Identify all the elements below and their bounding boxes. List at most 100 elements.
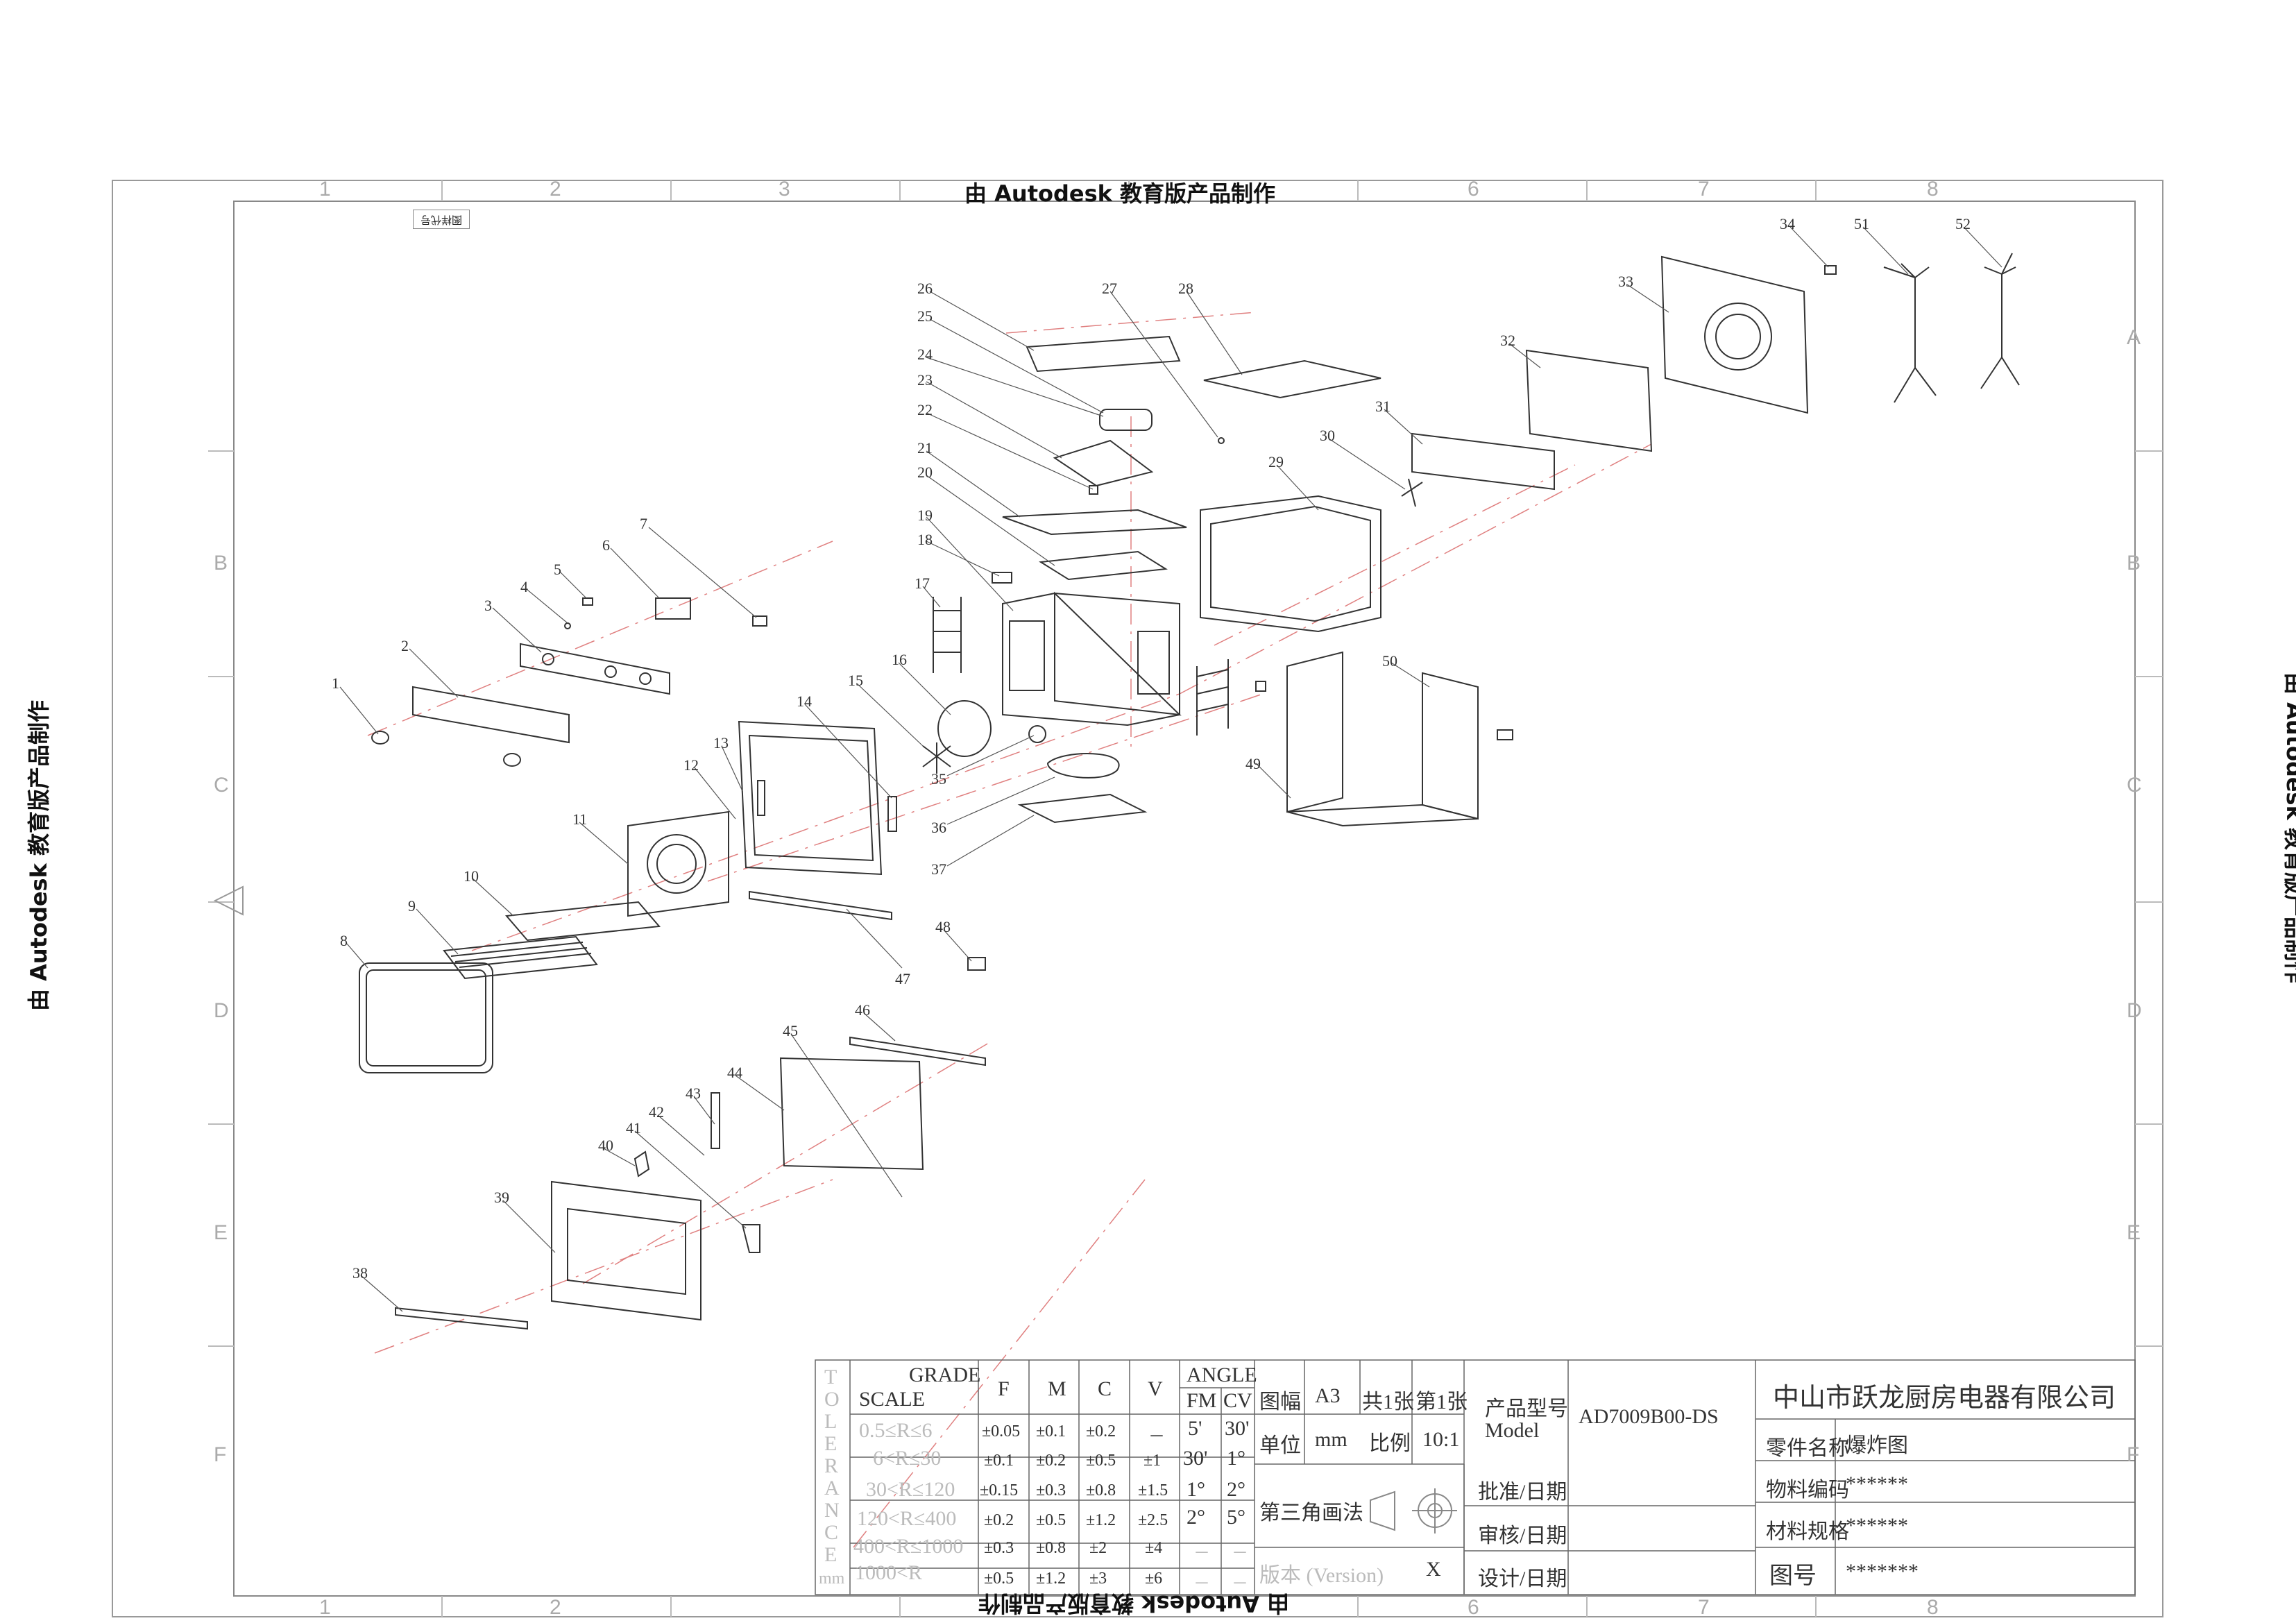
zone-row-d: D — [214, 999, 229, 1022]
tol-r6-f: ±0.5 — [984, 1570, 1014, 1588]
angle-r5-fm: － — [1193, 1545, 1210, 1563]
tol-r5-m: ±0.8 — [1036, 1539, 1066, 1557]
explode-axes — [367, 312, 1652, 1548]
inner-frame — [233, 201, 2136, 1597]
zone-row-f: F — [214, 1443, 227, 1466]
part-label-15: 15 — [848, 672, 863, 689]
part-label-49: 49 — [1245, 755, 1261, 772]
part-label-37: 37 — [931, 860, 946, 878]
drawing-number-label: 图号 — [1769, 1563, 1817, 1589]
model-label-en: Model — [1485, 1419, 1540, 1442]
part-label-4: 4 — [520, 578, 528, 595]
tol-r4-m: ±0.5 — [1036, 1511, 1066, 1529]
tol-r5-c: ±2 — [1089, 1539, 1107, 1557]
part-label-22: 22 — [917, 401, 933, 418]
watermark-top: 由 Autodesk 教育版产品制作 — [964, 180, 1276, 207]
part-label-27: 27 — [1102, 280, 1117, 297]
part-label-6: 6 — [602, 536, 610, 554]
version-label: 版本 (Version) — [1259, 1564, 1384, 1587]
part-label-42: 42 — [649, 1103, 664, 1121]
scale-ratio-value: 10:1 — [1422, 1428, 1460, 1451]
part-name-label: 零件名称 — [1766, 1437, 1849, 1460]
leader-lines — [339, 226, 2002, 1312]
part-label-38: 38 — [352, 1264, 368, 1282]
projection-label: 第三角画法 — [1259, 1502, 1363, 1524]
title-block-grid — [815, 1359, 2136, 1595]
angle-r3-cv: 2° — [1227, 1478, 1245, 1501]
angle-r6-cv: － — [1232, 1575, 1248, 1593]
part-label-16: 16 — [892, 651, 907, 668]
range-row-4: 120<R≤400 — [857, 1507, 957, 1530]
outer-frame — [112, 180, 2163, 1617]
zone-col-1: 1 — [319, 178, 331, 201]
part-label-31: 31 — [1375, 398, 1391, 415]
sheet-number: 第1张 — [1415, 1391, 1468, 1413]
tolerance-side-e: E — [824, 1432, 837, 1455]
angle-r1-fm: 5' — [1188, 1417, 1202, 1440]
tol-r3-c: ±0.8 — [1086, 1481, 1116, 1499]
tol-r3-v: ±1.5 — [1138, 1481, 1168, 1499]
angle-r1-cv: 30' — [1225, 1417, 1250, 1440]
scale-ratio-label: 比例 — [1369, 1432, 1411, 1455]
tol-r1-c: ±0.2 — [1086, 1422, 1116, 1441]
zone-row-a: A — [2127, 326, 2141, 349]
part-label-19: 19 — [917, 507, 933, 524]
version-value: X — [1426, 1558, 1441, 1581]
tol-r4-f: ±0.2 — [984, 1511, 1014, 1529]
zone-row-b: B — [214, 552, 228, 575]
zone-ticks — [208, 180, 2163, 1617]
part-label-33: 33 — [1618, 273, 1633, 290]
watermark-right: 由 Autodesk 教育版产品制作 — [2281, 672, 2296, 984]
angle-r4-cv: 5° — [1227, 1506, 1245, 1529]
tol-r2-m: ±0.2 — [1036, 1452, 1066, 1470]
part-label-36: 36 — [931, 819, 946, 836]
tol-r5-f: ±0.3 — [984, 1539, 1014, 1557]
angle-r4-fm: 2° — [1187, 1506, 1205, 1529]
zone-col-8-bottom: 8 — [1927, 1596, 1939, 1619]
tolerance-side-e2: E — [824, 1543, 837, 1566]
tol-r1-m: ±0.1 — [1036, 1422, 1066, 1441]
zone-col-7: 7 — [1698, 178, 1710, 201]
part-label-52: 52 — [1955, 215, 1971, 232]
part-label-20: 20 — [917, 464, 933, 481]
part-label-34: 34 — [1780, 215, 1795, 232]
zone-col-6-bottom: 6 — [1468, 1596, 1479, 1619]
part-label-12: 12 — [683, 756, 699, 774]
zone-row-e: E — [214, 1221, 228, 1244]
part-label-7: 7 — [640, 515, 647, 532]
material-spec-value: ****** — [1846, 1514, 1908, 1537]
projection-symbol — [1370, 1488, 1457, 1533]
angle-r3-fm: 1° — [1187, 1478, 1205, 1501]
watermark-left: 由 Autodesk 教育版产品制作 — [26, 699, 53, 1012]
part-label-28: 28 — [1178, 280, 1193, 297]
part-label-50: 50 — [1382, 652, 1397, 670]
zone-col-2: 2 — [550, 178, 561, 201]
part-label-21: 21 — [917, 439, 933, 457]
tolerance-side-o: O — [824, 1388, 840, 1411]
tolerance-side-c: C — [824, 1521, 839, 1544]
zone-row-f-right: F — [2127, 1443, 2140, 1466]
format-label: 图幅 — [1259, 1391, 1301, 1413]
part-label-41: 41 — [626, 1119, 641, 1137]
centering-mark — [213, 885, 244, 916]
tol-r2-c: ±0.5 — [1086, 1452, 1116, 1470]
angle-r2-fm: 30' — [1183, 1447, 1208, 1470]
angle-label: ANGLE — [1187, 1363, 1257, 1386]
drawing-number-value: ******* — [1846, 1560, 1919, 1583]
angle-col-cv: CV — [1223, 1389, 1252, 1412]
part-label-47: 47 — [895, 970, 910, 987]
part-label-17: 17 — [915, 575, 930, 592]
tolerance-side-n: N — [824, 1499, 840, 1522]
angle-r2-cv: 1° — [1227, 1447, 1245, 1470]
part-label-3: 3 — [484, 597, 492, 614]
tolerance-side-l: L — [824, 1410, 837, 1433]
part-label-2: 2 — [401, 637, 409, 654]
angle-r5-cv: － — [1232, 1545, 1248, 1563]
format-value: A3 — [1315, 1384, 1341, 1407]
range-row-6: 1000<R — [855, 1561, 922, 1584]
unit-label: 单位 — [1259, 1434, 1301, 1457]
tol-r5-v: ±4 — [1145, 1539, 1163, 1557]
part-label-18: 18 — [917, 531, 933, 548]
zone-row-e-right: E — [2127, 1221, 2141, 1244]
part-label-51: 51 — [1854, 215, 1869, 232]
